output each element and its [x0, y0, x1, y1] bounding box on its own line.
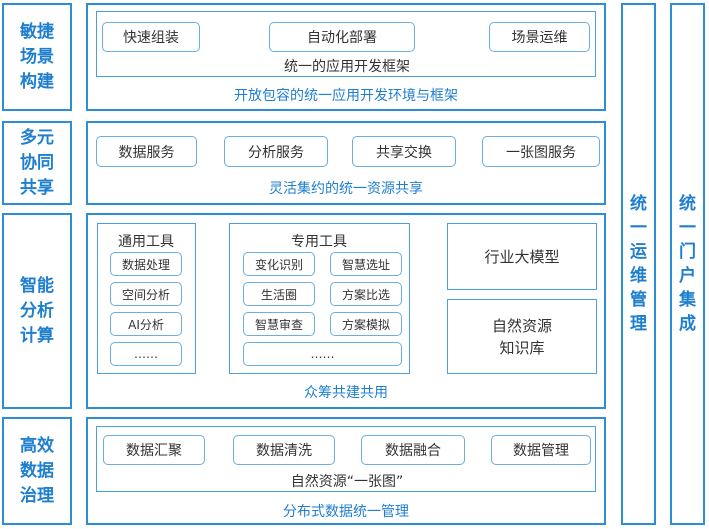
plan-simulation-pill: 方案模拟 — [330, 312, 402, 336]
layer4-caption: 分布式数据统一管理 — [283, 504, 409, 520]
ai-analysis-pill: AI分析 — [110, 312, 182, 336]
unified-portal-bar: 统一门户集成 — [670, 3, 705, 525]
general-tools-box: 通用工具 数据处理 空间分析 AI分析 …… — [97, 223, 196, 374]
plan-compare-pill: 方案比选 — [330, 282, 402, 306]
layer3-caption: 众筹共建共用 — [304, 385, 388, 401]
data-cleaning-pill: 数据清洗 — [233, 435, 335, 465]
general-more-pill: …… — [110, 342, 182, 366]
share-exchange-pill: 共享交换 — [352, 136, 456, 167]
app-framework-caption: 统一的应用开发框架 — [284, 59, 410, 75]
unified-portal-label: 统一门户集成 — [679, 194, 696, 334]
layer4-side-label: 高效数据治理 — [2, 417, 72, 525]
special-tools-title: 专用工具 — [291, 234, 347, 250]
special-tools-box: 专用工具 变化识别 智慧选址 生活圈 方案比选 智慧审查 方案模拟 …… — [229, 223, 410, 374]
scene-ops-pill: 场景运维 — [489, 22, 590, 52]
layer1-panel: 快速组装 自动化部署 场景运维 统一的应用开发框架 开放包容的统一应用开发环境与… — [86, 3, 606, 111]
data-aggregation-pill: 数据汇聚 — [103, 435, 205, 465]
app-framework-box: 快速组装 自动化部署 场景运维 统一的应用开发框架 — [96, 11, 596, 77]
special-more-pill: …… — [243, 342, 402, 366]
unified-ops-bar: 统一运维管理 — [621, 3, 656, 525]
one-map-service-pill: 一张图服务 — [482, 136, 600, 167]
industry-model-box: 行业大模型 — [447, 223, 597, 290]
data-management-pill: 数据管理 — [491, 435, 591, 465]
layer2-panel: 数据服务 分析服务 共享交换 一张图服务 灵活集约的统一资源共享 — [86, 121, 606, 205]
smart-review-pill: 智慧审查 — [243, 312, 315, 336]
data-processing-pill: 数据处理 — [110, 252, 182, 276]
analysis-service-pill: 分析服务 — [224, 136, 328, 167]
knowledge-base-line1: 自然资源 — [491, 316, 552, 335]
layer3-panel: 通用工具 数据处理 空间分析 AI分析 …… 专用工具 变化识别 智慧选址 生活… — [86, 213, 606, 409]
layer1-side-label: 敏捷场景构建 — [2, 3, 72, 111]
one-map-box: 数据汇聚 数据清洗 数据融合 数据管理 自然资源“一张图” — [96, 426, 596, 492]
layer4-panel: 数据汇聚 数据清洗 数据融合 数据管理 自然资源“一张图” 分布式数据统一管理 — [86, 417, 606, 525]
spatial-analysis-pill: 空间分析 — [110, 282, 182, 306]
layer3-side-label: 智能分析计算 — [2, 213, 72, 409]
data-service-pill: 数据服务 — [96, 136, 197, 167]
one-map-caption: 自然资源“一张图” — [290, 474, 404, 490]
layer1-caption: 开放包容的统一应用开发环境与框架 — [234, 88, 458, 104]
unified-ops-label: 统一运维管理 — [630, 194, 647, 334]
general-tools-title: 通用工具 — [118, 234, 174, 250]
quick-assembly-pill: 快速组装 — [102, 22, 200, 52]
auto-deploy-pill: 自动化部署 — [269, 22, 415, 52]
layer2-side-label: 多元协同共享 — [2, 121, 72, 205]
knowledge-base-line2: 知识库 — [499, 338, 545, 357]
smart-siting-pill: 智慧选址 — [330, 252, 402, 276]
layer2-caption: 灵活集约的统一资源共享 — [269, 181, 423, 197]
knowledge-base-box: 自然资源 知识库 — [447, 299, 597, 374]
living-circle-pill: 生活圈 — [243, 282, 315, 306]
data-fusion-pill: 数据融合 — [361, 435, 465, 465]
change-detection-pill: 变化识别 — [243, 252, 315, 276]
